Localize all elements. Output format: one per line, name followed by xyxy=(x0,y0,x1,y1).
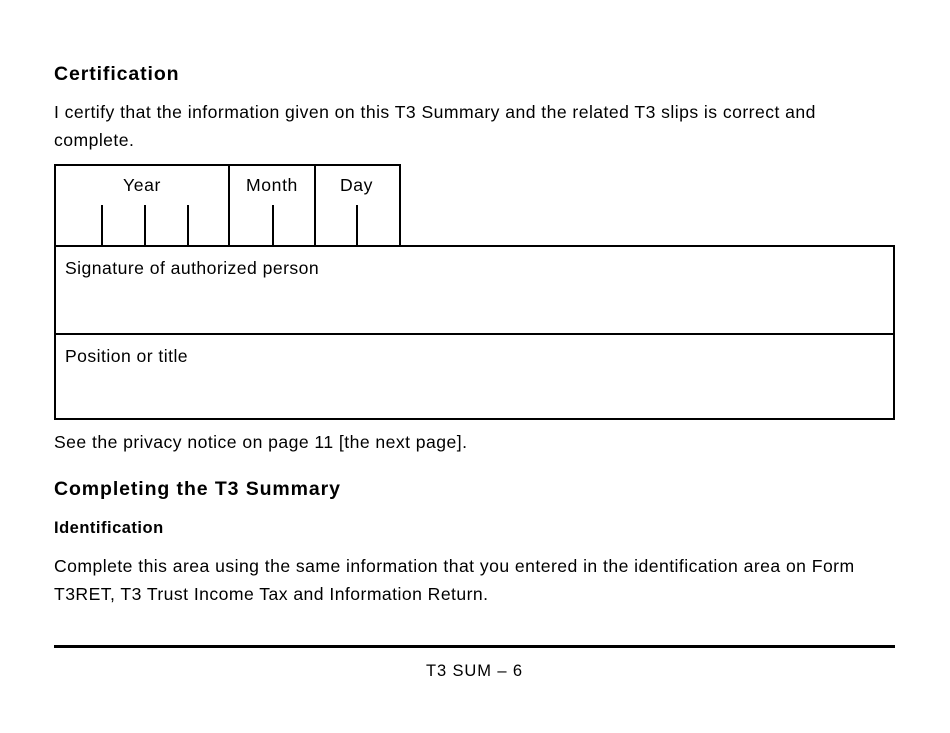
date-cell-day[interactable]: Day xyxy=(314,166,397,245)
date-label-month: Month xyxy=(246,175,298,195)
footer-divider-rule xyxy=(54,645,895,648)
date-cell-year[interactable]: Year xyxy=(56,166,228,245)
date-cell-month[interactable]: Month xyxy=(228,166,314,245)
month-tick-divider-1 xyxy=(272,205,274,245)
date-label-day: Day xyxy=(339,175,374,195)
privacy-notice-text: See the privacy notice on page 11 [the n… xyxy=(54,432,468,452)
identification-body-text: Complete this area using the same inform… xyxy=(54,556,855,604)
identification-subheading: Identification xyxy=(54,519,164,537)
completing-summary-heading: Completing the T3 Summary xyxy=(54,478,341,500)
signature-field-label: Signature of authorized person xyxy=(65,258,320,278)
day-tick-divider-1 xyxy=(356,205,358,245)
year-tick-divider-3 xyxy=(187,205,189,245)
certification-body-text: I certify that the information given on … xyxy=(54,102,816,150)
signature-field-box[interactable]: Signature of authorized person xyxy=(54,245,895,335)
date-entry-box: Year Month Day xyxy=(54,164,401,247)
footer-page-label: T3 SUM – 6 xyxy=(425,662,524,680)
position-field-label: Position or title xyxy=(65,346,189,366)
position-field-box[interactable]: Position or title xyxy=(54,333,895,420)
date-label-year: Year xyxy=(123,175,161,195)
year-tick-divider-2 xyxy=(144,205,146,245)
year-tick-divider-1 xyxy=(101,205,103,245)
certification-heading: Certification xyxy=(54,63,180,85)
